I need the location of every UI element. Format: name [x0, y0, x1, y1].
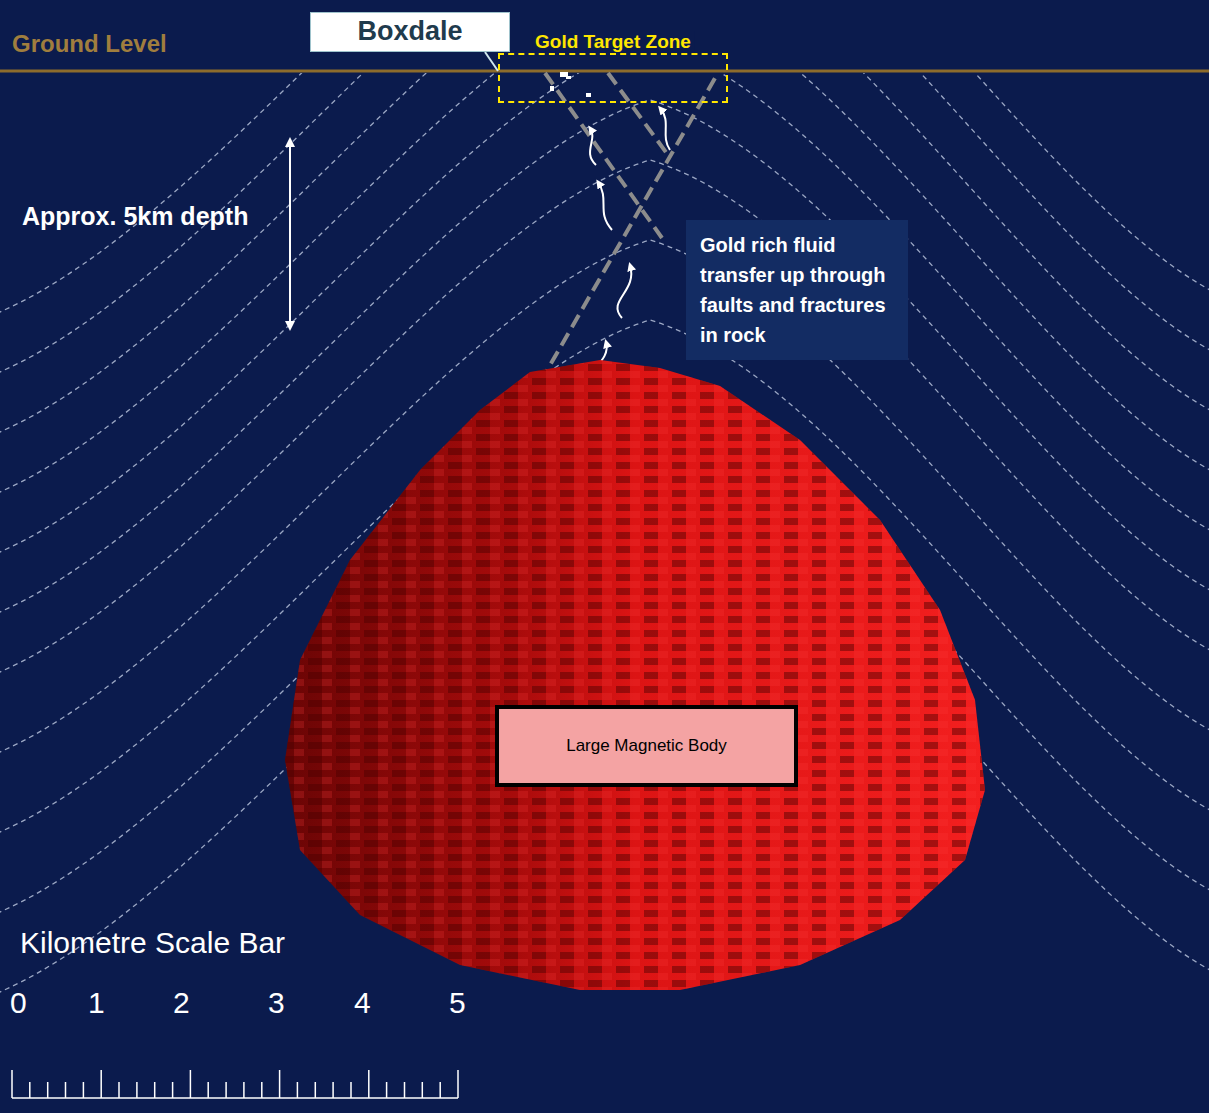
scale-bar [12, 1070, 458, 1098]
magnetic-body [285, 360, 985, 990]
scale-number: 5 [449, 986, 466, 1021]
gold-specks [550, 72, 591, 97]
target-zone: Gold Target Zone [498, 53, 728, 103]
ground-level-label: Ground Level [12, 30, 167, 58]
scale-title: Kilometre Scale Bar [20, 926, 285, 961]
depth-arrow [289, 140, 291, 328]
body-label-box: Large Magnetic Body [495, 705, 798, 787]
scale-number: 2 [173, 986, 190, 1021]
ground-line [0, 70, 1209, 73]
node-text: Gold rich fluid transfer up through faul… [700, 230, 896, 350]
strata-lines [0, 73, 1209, 1000]
fluid-arrows [589, 108, 670, 388]
node-text: Large Magnetic Body [566, 736, 727, 756]
scale-number: 3 [268, 986, 285, 1021]
depth-label: Approx. 5km depth [22, 202, 248, 231]
node-text: Boxdale [357, 17, 462, 47]
scale-number: 0 [10, 986, 27, 1021]
leader-line [485, 52, 498, 71]
site-label-box: Boxdale [310, 12, 510, 52]
node-text: Gold Target Zone [532, 31, 694, 53]
scale-number: 1 [88, 986, 105, 1021]
fluid-note-box: Gold rich fluid transfer up through faul… [686, 220, 908, 360]
scale-number: 4 [354, 986, 371, 1021]
